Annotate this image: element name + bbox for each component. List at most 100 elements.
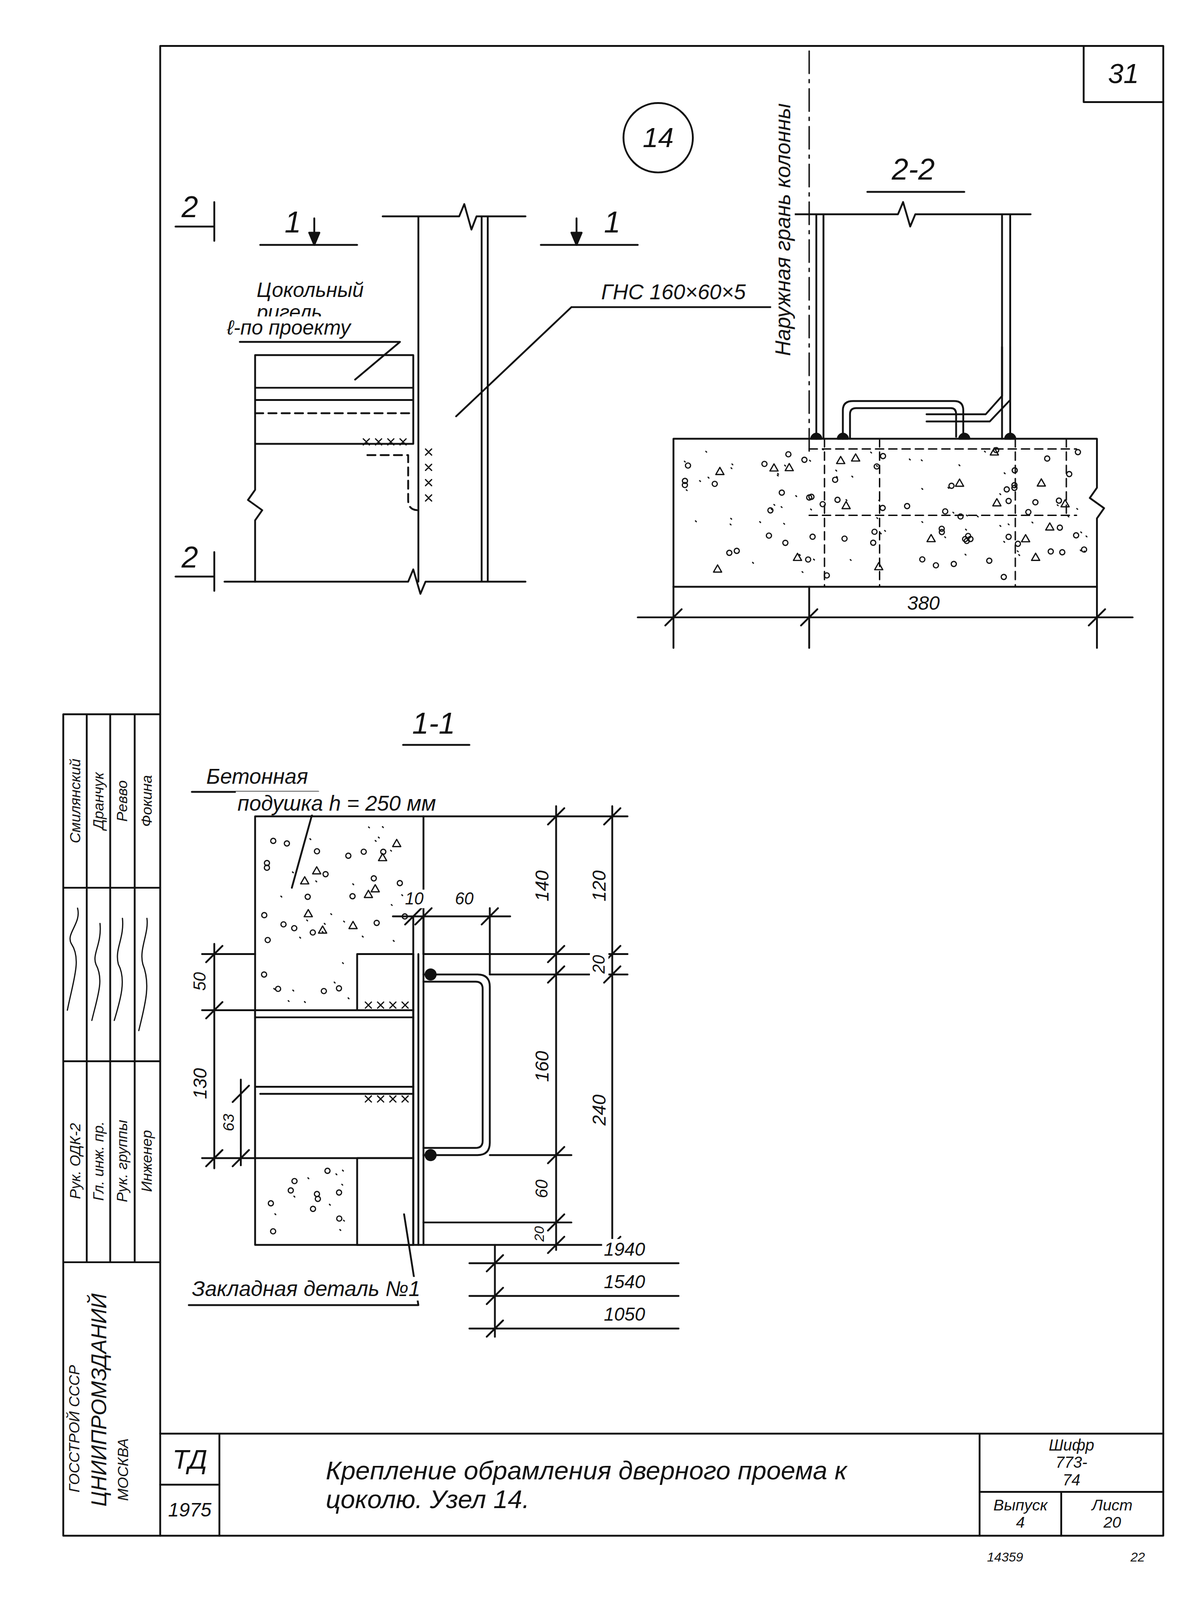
concrete-mark [1012,467,1018,473]
concrete-pad [255,816,424,1246]
concrete-mark [274,1213,276,1215]
bent-plate [926,347,1011,422]
concrete-mark [836,456,846,464]
concrete-mark [324,1168,330,1174]
frame-border [160,45,1164,1536]
concrete-mark [362,935,364,937]
concrete-mark [1068,516,1070,517]
dimension-line [393,908,511,975]
concrete-mark [382,826,384,828]
concrete-mark [335,1174,337,1175]
concrete-mark [984,451,986,452]
title-block-lines [160,1433,1164,1536]
concrete-mark [1057,504,1059,506]
concrete-mark [349,893,355,899]
stamp-role: Рук. ОДК-2 [67,1121,84,1202]
cell-text: 31 [1108,58,1140,90]
concrete-mark [312,866,322,874]
concrete-mark [1056,497,1062,504]
concrete-mark [1059,549,1065,555]
concrete-mark [769,464,779,471]
concrete-mark [993,447,999,453]
weld-marks [363,438,432,502]
concrete-mark [1001,574,1007,580]
concrete-mark [345,853,351,859]
hat-profile [423,974,491,1155]
concrete-mark [966,515,968,517]
concrete-mark [834,497,840,503]
concrete-mark [957,514,963,520]
concrete-mark [951,561,957,567]
dimension-line [469,1245,679,1337]
concrete-mark [314,848,320,854]
concrete-mark [841,535,847,542]
concrete-mark [686,489,688,491]
concrete-mark [268,1200,274,1207]
concrete-mark [801,457,807,463]
concrete-mark [851,476,853,478]
concrete-mark [310,1206,316,1212]
concrete-mark [850,559,852,561]
concrete-mark [777,473,779,475]
concrete-mark [836,476,838,478]
concrete-mark [909,458,911,460]
concrete-mark [802,571,804,573]
part-note: ℓ-по проекту [225,316,353,339]
dimension: 1540 [601,1271,647,1292]
concrete-mark [315,1196,321,1202]
concrete-mark [324,923,326,925]
section-title: 2-2 [890,153,937,186]
column-wall [255,1017,414,1094]
part-name: подушка h = 250 мм [235,791,439,815]
concrete-mark [348,997,349,999]
stamp-role: Инженер [138,1128,155,1195]
concrete-mark [309,838,311,840]
concrete-mark [329,1204,331,1206]
concrete-mark [806,495,812,501]
concrete-mark [310,929,316,936]
title-underline [867,190,965,193]
concrete-mark [1003,541,1005,543]
plinth-beam-hidden [255,412,414,415]
concrete-mark [767,507,774,513]
concrete-mark [713,564,723,572]
concrete-mark [336,1215,342,1221]
dimension: 60 [532,1177,552,1200]
concrete-mark [695,520,697,522]
concrete-mark [1031,553,1040,561]
embedded-plate [357,954,414,1246]
concrete-mark [921,459,923,461]
concrete-mark [805,556,811,562]
concrete-mark [819,501,826,507]
weld-marks [365,1001,408,1103]
concrete-mark [371,884,380,892]
section-mark: 1 [282,206,304,239]
column-outline [224,204,526,594]
concrete-mark [293,1196,295,1198]
concrete-mark [944,536,946,538]
concrete-mark [292,990,294,992]
concrete-mark [904,503,910,509]
dimension: 160 [531,1049,553,1084]
concrete-mark [1084,551,1086,553]
concrete-mark [318,926,327,934]
column-wall [413,954,419,1246]
concrete-mark [308,1177,310,1179]
archive-number: 22 [1128,1549,1147,1565]
concrete-mark [334,981,336,983]
concrete-mark [712,481,718,487]
concrete-mark [730,518,732,520]
stamp-text: МОСКВА [115,1436,132,1503]
archive-number: 14359 [985,1549,1026,1565]
dimension: 50 [190,970,210,993]
concrete-mark [942,508,948,514]
concrete-mark [1015,541,1021,547]
concrete-mark [874,464,880,470]
stamp-role: Гл. инж. пр. [90,1119,108,1203]
concrete-mark [391,904,393,906]
concrete-mark [785,451,791,457]
dimension: 130 [189,1066,211,1102]
concrete-mark [880,532,882,534]
approval-stamp [63,714,161,1536]
concrete-mark [810,509,812,510]
